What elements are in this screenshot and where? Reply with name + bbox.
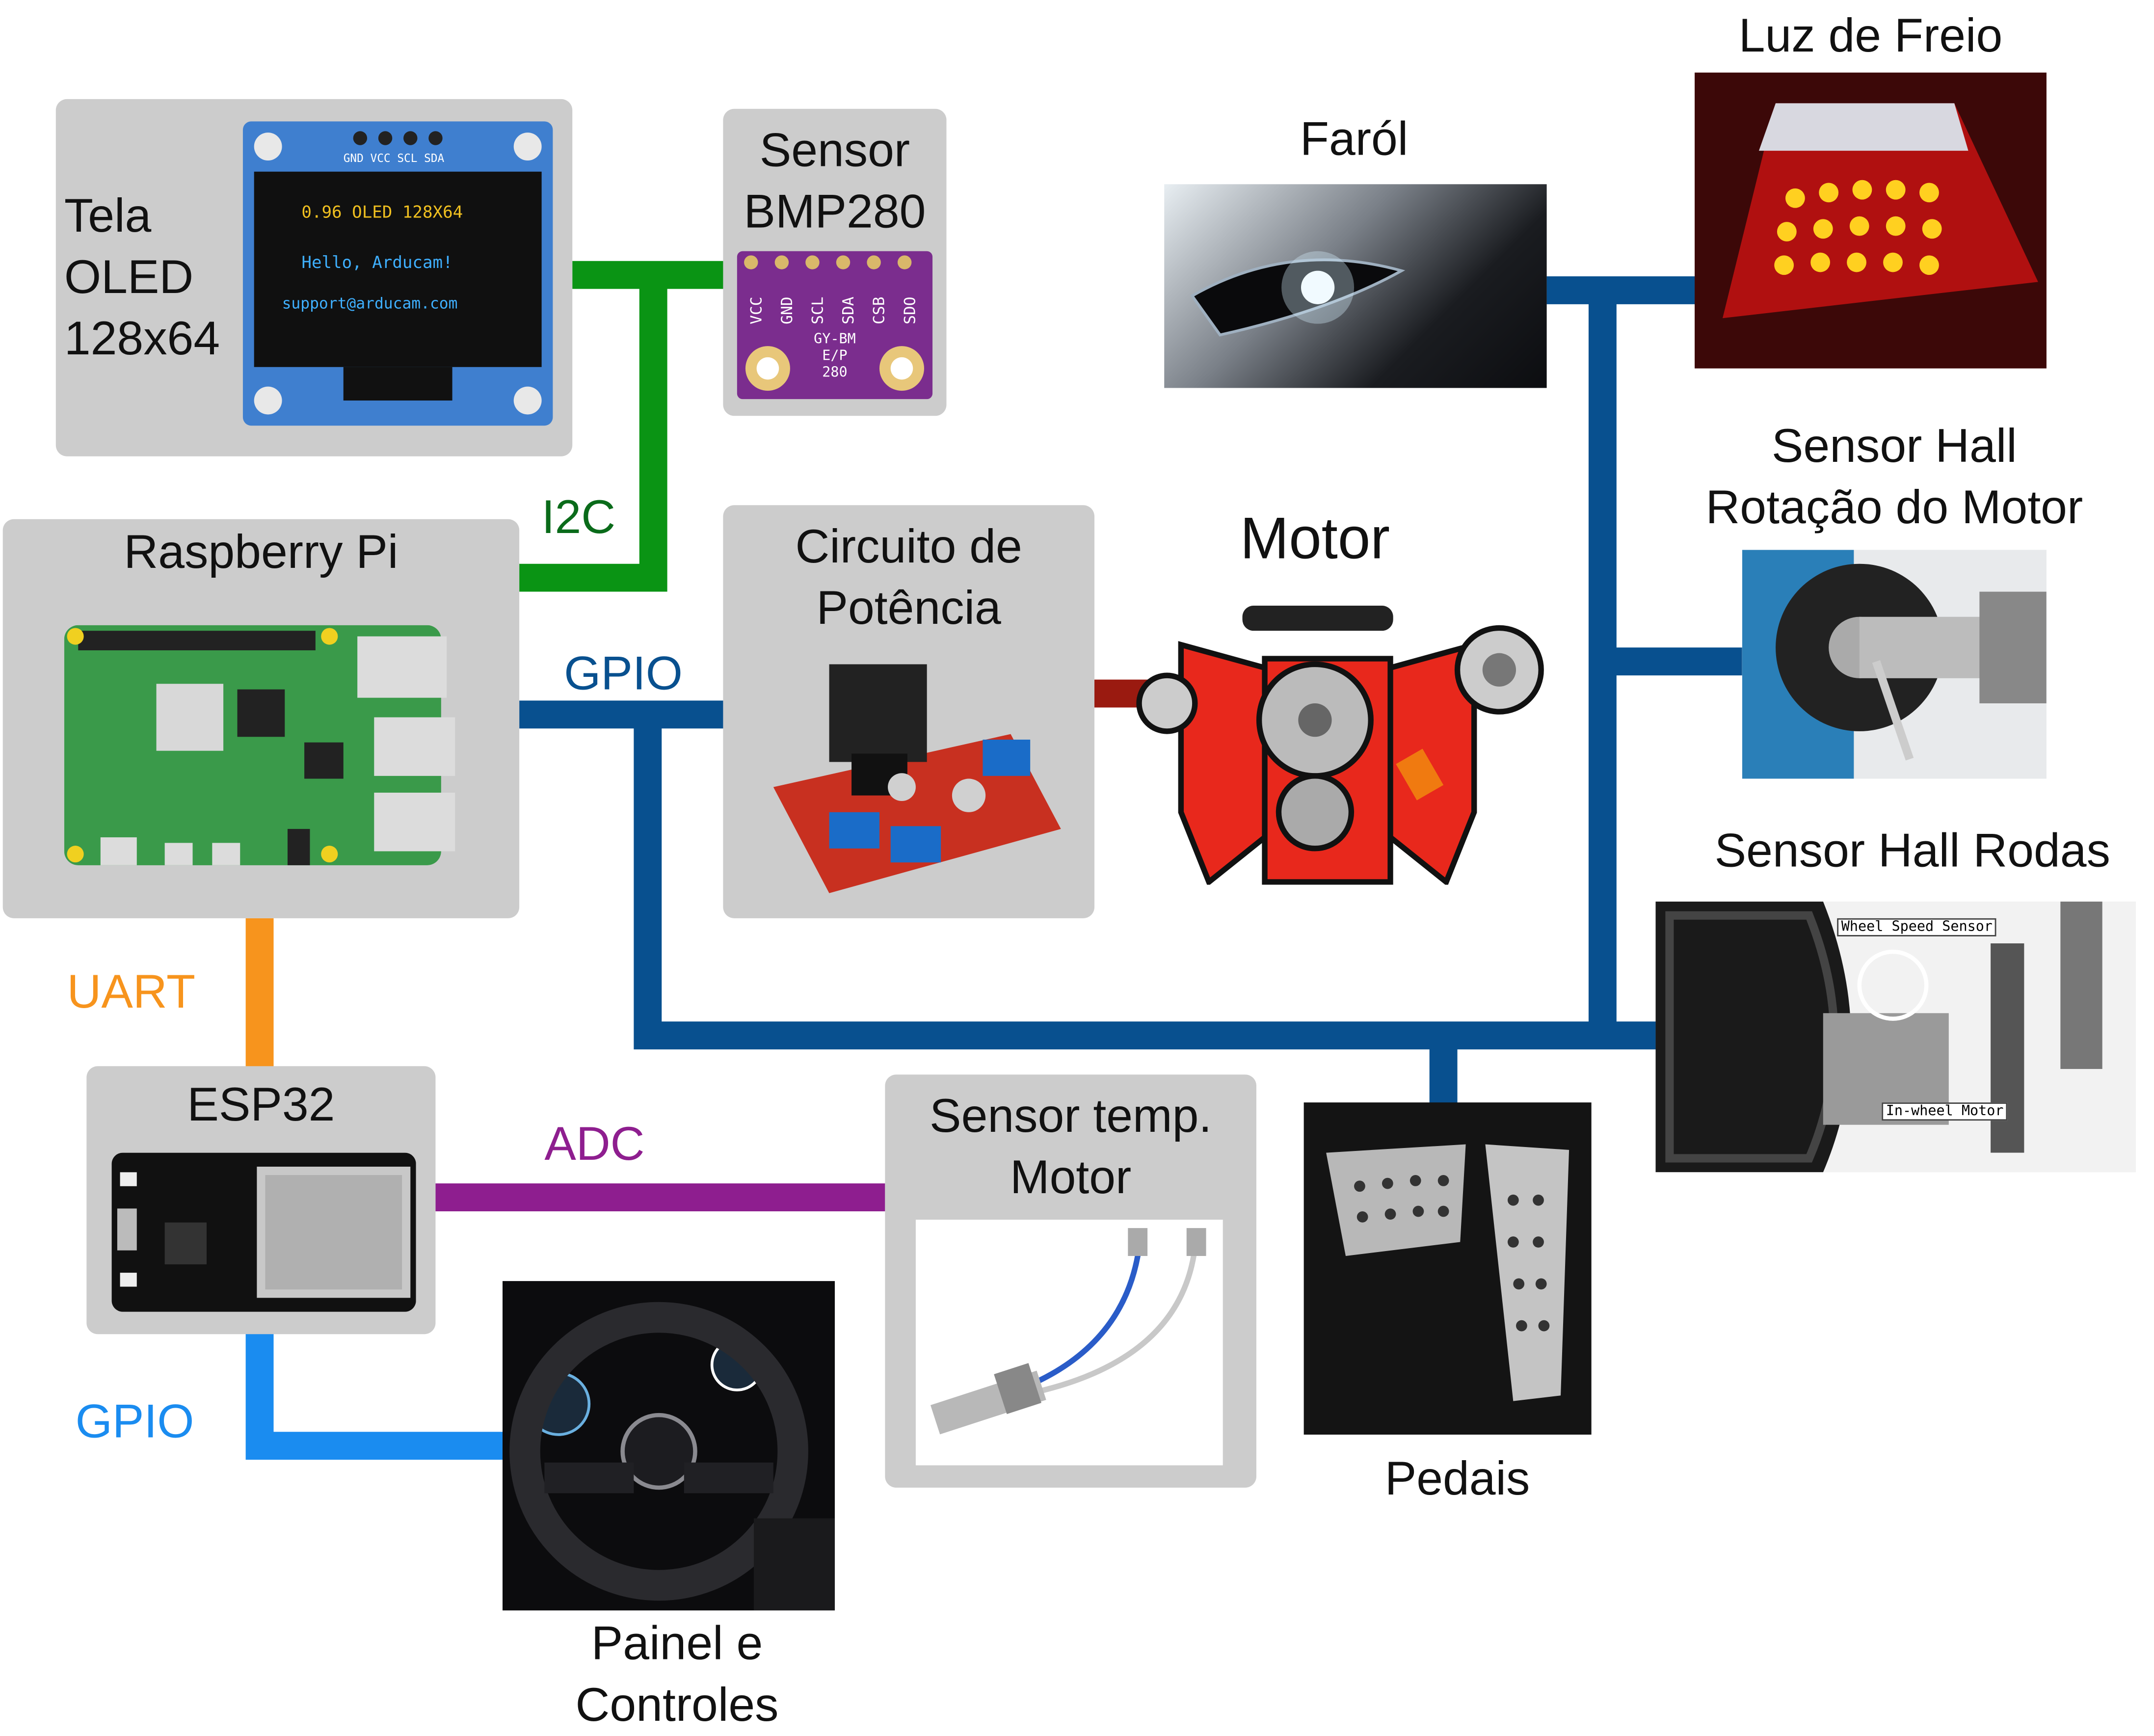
oled-screen-line-2: Hello, Arducam!: [301, 252, 453, 272]
temp-sensor-box: Sensor temp. Motor: [885, 1074, 1256, 1488]
oled-box: Tela OLED 128x64 GND VCC SCL SDA 0.96 OL…: [55, 99, 573, 456]
hall-wheels-image: Wheel Speed Sensor In-wheel Motor: [1655, 901, 2136, 1173]
esp32-image: [111, 1152, 416, 1312]
bmp280-pin-csb: CSB: [870, 296, 889, 324]
brake-light-art: [1695, 72, 2047, 369]
esp32-label: ESP32: [187, 1078, 335, 1132]
h-bridge-art: [773, 664, 1061, 893]
bmp280-label: Sensor BMP280: [744, 124, 926, 239]
power-circuit-label: Circuito de Potência: [795, 520, 1022, 635]
headlight-label: Faról: [1300, 113, 1409, 166]
hall-motor-image: [1742, 550, 2047, 779]
oled-screen-line-1: 0.96 OLED 128X64: [301, 202, 463, 222]
bmp280-image: VCC GND SCL SDA CSB SDO GY-BM E/P 280: [737, 251, 933, 400]
hall-wheels-label: Sensor Hall Rodas: [1714, 825, 2110, 878]
dashboard-label: Painel e Controles: [575, 1617, 779, 1732]
oled-pin-labels: GND VCC SCL SDA: [343, 152, 445, 165]
headlight-art: [1190, 251, 1406, 337]
adc-label: ADC: [544, 1118, 645, 1171]
power-circuit-box: Circuito de Potência: [723, 505, 1095, 918]
pedals-art: [1303, 1102, 1592, 1435]
in-wheel-motor-callout: In-wheel Motor: [1882, 1102, 2008, 1121]
esp32-box: ESP32: [86, 1066, 436, 1335]
raspberry-pi-box: Raspberry Pi: [2, 519, 520, 918]
oled-label: Tela OLED 128x64: [64, 189, 220, 366]
hall-wheels-art: [1655, 901, 2102, 1173]
gpio-rpi-label: GPIO: [564, 647, 683, 701]
raspberry-pi-image: [64, 625, 461, 879]
temp-sensor-label: Sensor temp. Motor: [930, 1090, 1212, 1204]
dashboard-art: [502, 1281, 835, 1611]
gpio-rpi-wire: [519, 276, 1742, 1105]
raspberry-board-art: [64, 625, 455, 865]
i2c-wire: [519, 261, 726, 592]
engine-art: [1136, 605, 1544, 887]
bmp280-pin-scl: SCL: [809, 296, 827, 324]
raspberry-pi-label: Raspberry Pi: [124, 526, 399, 579]
bmp280-marking: GY-BM E/P 280: [814, 332, 856, 381]
oled-screen-line-3: support@arducam.com: [282, 294, 458, 313]
motor-image: [1125, 603, 1544, 887]
power-circuit-image: [773, 662, 1061, 893]
bmp280-pin-vcc: VCC: [747, 296, 766, 324]
bmp280-pin-sda: SDA: [839, 296, 858, 324]
brake-light-image: [1695, 72, 2047, 369]
bmp280-pin-gnd: GND: [778, 296, 797, 324]
gpio-esp-wire: [245, 1333, 505, 1460]
pedals-label: Pedais: [1384, 1452, 1530, 1506]
dashboard-image: [502, 1281, 835, 1611]
gpio-esp-label: GPIO: [75, 1395, 194, 1449]
hall-motor-label: Sensor Hall Rotação do Motor: [1705, 420, 2083, 534]
pedals-image: [1303, 1102, 1592, 1435]
hall-motor-art: [1742, 550, 2047, 779]
i2c-label: I2C: [541, 491, 616, 544]
uart-label: UART: [67, 965, 196, 1019]
oled-board-art: [254, 131, 542, 415]
brake-light-label: Luz de Freio: [1738, 9, 2003, 63]
bmp280-pin-sdo: SDO: [901, 296, 919, 324]
wheel-speed-sensor-callout: Wheel Speed Sensor: [1837, 918, 1997, 936]
bmp280-board-art: [744, 255, 924, 391]
motor-label: Motor: [1240, 505, 1390, 571]
temp-sensor-image: [915, 1220, 1223, 1466]
headlight-image: [1164, 184, 1547, 388]
esp32-board-art: [111, 1152, 416, 1312]
temp-probe-art: [930, 1228, 1206, 1435]
oled-module-image: GND VCC SCL SDA 0.96 OLED 128X64 Hello, …: [242, 121, 553, 426]
bmp280-box: Sensor BMP280 VCC GND SCL SDA CSB SDO GY…: [723, 108, 947, 416]
